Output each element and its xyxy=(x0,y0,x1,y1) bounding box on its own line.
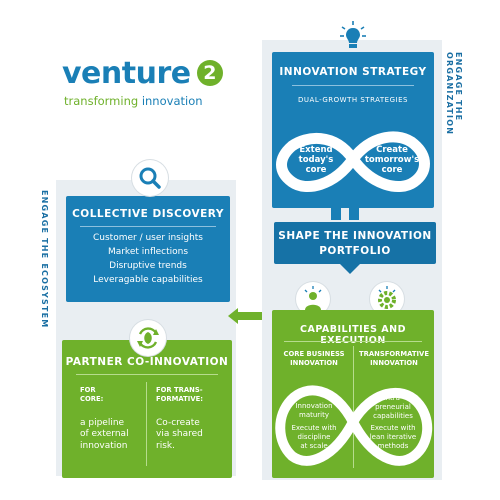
pipeline-line2: of external xyxy=(80,429,129,440)
execute-lean-text: Execute with lean iterative methods xyxy=(360,424,426,450)
tagline-part2: innovation xyxy=(141,94,203,108)
lightbulb-icon xyxy=(339,20,367,50)
discovery-item: Disruptive trends xyxy=(109,260,187,271)
trans-label-line2: FORMATIVE: xyxy=(156,394,203,403)
side-label-organization: ENGAGE THE ORGANIZATION xyxy=(445,52,463,136)
innovation-strategy-panel: INNOVATION STRATEGY DUAL-GROWTH STRATEGI… xyxy=(272,52,434,208)
cocreate-line2: via shared xyxy=(156,429,203,440)
intra-line2: preneurial xyxy=(375,402,411,411)
discovery-divider xyxy=(80,226,216,227)
logo-number-badge: 2 xyxy=(196,60,223,86)
core-label-line1: FOR xyxy=(80,386,96,394)
create-core-text: Create tomorrow's core xyxy=(360,145,424,176)
trans-label-line1: FOR TRANS- xyxy=(156,386,203,394)
for-transformative-label: FOR TRANS- FORMATIVE: xyxy=(156,386,203,404)
logo-number: 2 xyxy=(203,62,216,84)
extend-line3: core xyxy=(305,165,327,176)
maturity-line2: maturity xyxy=(299,410,329,419)
intrapreneurial-text: Intra- preneurial capabilities xyxy=(360,394,426,420)
create-line2: tomorrow's xyxy=(364,155,420,166)
create-line1: Create xyxy=(376,145,408,155)
connector-arrow xyxy=(238,312,262,320)
shape-portfolio-panel: SHAPE THE INNOVATION PORTFOLIO xyxy=(274,222,436,264)
lean-line2: lean iterative xyxy=(369,432,417,441)
core-business-heading: CORE BUSINESS INNOVATION xyxy=(276,350,352,368)
side-label-ecosystem: ENGAGE THE ECOSYSTEM xyxy=(40,190,49,329)
tagline-part1: transforming xyxy=(64,94,139,108)
shape-portfolio-line1: SHAPE THE INNOVATION xyxy=(278,230,432,242)
core-head-line2: INNOVATION xyxy=(290,358,338,367)
transformative-heading: TRANSFORMATIVE INNOVATION xyxy=(356,350,432,368)
extend-line1: Extend xyxy=(299,145,333,155)
capabilities-panel: CAPABILITIES AND EXECUTION CORE BUSINESS… xyxy=(272,310,434,478)
extend-core-text: Extend today's core xyxy=(286,145,346,176)
down-arrow-right xyxy=(349,208,359,220)
create-line3: core xyxy=(381,165,403,176)
logo-wordmark: venture 2 xyxy=(62,56,223,91)
cocreate-text: Co-create via shared risk. xyxy=(156,418,203,452)
core-label-line2: CORE: xyxy=(80,394,104,403)
down-arrow-left xyxy=(331,208,341,220)
discovery-list: Customer / user insights Market inflecti… xyxy=(66,232,230,288)
pipeline-line3: innovation xyxy=(80,440,128,451)
dual-growth-subtitle: DUAL-GROWTH STRATEGIES xyxy=(298,96,408,104)
magnifier-icon xyxy=(132,160,168,196)
recycle-leaf-icon xyxy=(130,320,166,356)
discovery-item: Market inflections xyxy=(107,246,189,257)
connector-arrow-tip xyxy=(228,308,238,324)
capabilities-divider xyxy=(284,341,422,342)
intra-line1: Intra- xyxy=(383,394,403,402)
logo: venture 2 transforming innovation xyxy=(62,56,242,116)
discipline-line2: discipline xyxy=(297,432,331,441)
maturity-line1: Innovation xyxy=(295,402,333,410)
external-pipeline-text: a pipeline of external innovation xyxy=(80,418,129,452)
for-core-label: FOR CORE: xyxy=(80,386,103,404)
capabilities-title: CAPABILITIES AND EXECUTION xyxy=(300,324,406,346)
shape-portfolio-arrow-tip xyxy=(340,264,360,274)
discovery-item: Customer / user insights xyxy=(93,233,203,243)
infinity-path xyxy=(276,131,430,192)
core-head-line1: CORE BUSINESS xyxy=(283,350,345,358)
partner-coinnovation-title: PARTNER CO-INNOVATION xyxy=(65,356,229,368)
innovation-strategy-title: INNOVATION STRATEGY xyxy=(279,66,427,78)
title-divider xyxy=(292,85,414,86)
capabilities-infinity-loop xyxy=(275,385,433,466)
discipline-line3: at scale xyxy=(300,441,328,450)
cocreate-line1: Co-create xyxy=(156,418,200,428)
collective-discovery-title: COLLECTIVE DISCOVERY xyxy=(72,208,224,220)
lean-line1: Execute with xyxy=(370,424,416,432)
logo-tagline: transforming innovation xyxy=(64,94,203,108)
trans-head-line2: INNOVATION xyxy=(370,358,418,367)
shape-portfolio-line2: PORTFOLIO xyxy=(319,245,391,257)
innovation-maturity-text: Innovation maturity xyxy=(282,402,346,420)
logo-word: venture xyxy=(62,56,191,91)
discovery-item: Leveragable capabilities xyxy=(93,274,203,285)
cocreate-line3: risk. xyxy=(156,440,175,451)
intra-line3: capabilities xyxy=(373,411,413,420)
trans-head-line1: TRANSFORMATIVE xyxy=(359,350,429,358)
infinity-loop xyxy=(276,131,430,192)
discipline-line1: Execute with xyxy=(291,424,337,432)
capabilities-column-divider xyxy=(353,346,354,468)
partner-divider xyxy=(76,374,218,375)
partner-column-divider xyxy=(146,382,147,466)
lean-line3: methods xyxy=(377,441,409,450)
execute-discipline-text: Execute with discipline at scale xyxy=(282,424,346,450)
partner-coinnovation-panel: PARTNER CO-INNOVATION FOR CORE: a pipeli… xyxy=(62,340,232,478)
pipeline-line1: a pipeline xyxy=(80,418,125,428)
extend-line2: today's xyxy=(298,155,334,166)
collective-discovery-panel: COLLECTIVE DISCOVERY Customer / user ins… xyxy=(66,196,230,302)
